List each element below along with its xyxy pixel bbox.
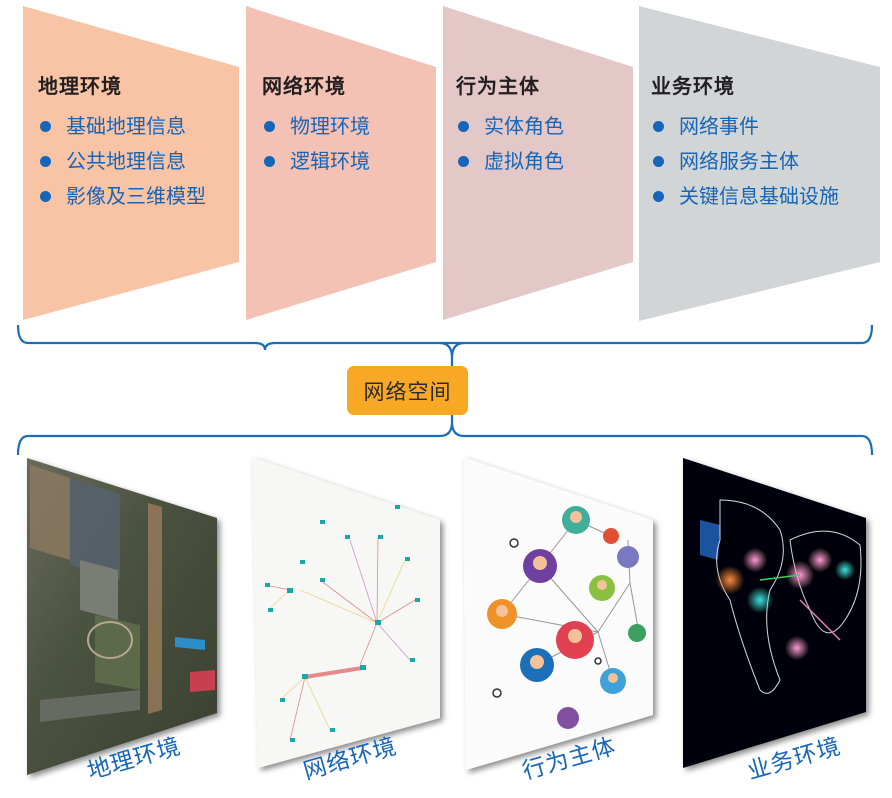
center-node-cyberspace: 网络空间 bbox=[347, 366, 468, 415]
panel-actors: 行为主体 实体角色 虚拟角色 bbox=[456, 70, 564, 179]
image-aerial-photo bbox=[27, 458, 217, 775]
bullet-icon bbox=[458, 156, 469, 167]
panel-item-list: 基础地理信息 公共地理信息 影像及三维模型 bbox=[38, 109, 206, 214]
list-item: 实体角色 bbox=[456, 109, 564, 144]
bullet-icon bbox=[653, 121, 664, 132]
panel-shape-network bbox=[246, 6, 436, 320]
list-item: 网络事件 bbox=[651, 109, 839, 144]
panel-title: 地理环境 bbox=[38, 74, 122, 98]
panel-business: 业务环境 网络事件 网络服务主体 关键信息基础设施 bbox=[651, 70, 839, 214]
panel-network: 网络环境 物理环境 逻辑环境 bbox=[262, 70, 370, 179]
bullet-icon bbox=[653, 156, 664, 167]
list-item: 物理环境 bbox=[262, 109, 370, 144]
upper-bracket bbox=[16, 324, 874, 351]
bullet-icon bbox=[458, 121, 469, 132]
bullet-icon bbox=[264, 121, 275, 132]
list-item: 公共地理信息 bbox=[38, 144, 206, 179]
list-item: 基础地理信息 bbox=[38, 109, 206, 144]
list-item: 网络服务主体 bbox=[651, 144, 839, 179]
image-network-topology bbox=[252, 457, 440, 768]
panel-title: 业务环境 bbox=[651, 74, 735, 98]
panel-shape-business bbox=[639, 6, 880, 321]
image-people-network bbox=[463, 457, 653, 770]
panel-title: 行为主体 bbox=[456, 74, 540, 98]
panel-shape-geography bbox=[23, 6, 239, 320]
upper-bracket-cusp bbox=[439, 341, 465, 366]
avatar-group bbox=[487, 506, 646, 729]
panel-shape-actors bbox=[443, 6, 633, 320]
bullet-icon bbox=[40, 121, 51, 132]
panel-title: 网络环境 bbox=[262, 74, 346, 98]
bullet-icon bbox=[653, 191, 664, 202]
bullet-icon bbox=[40, 191, 51, 202]
list-item: 关键信息基础设施 bbox=[651, 179, 839, 214]
lower-bracket bbox=[16, 415, 874, 456]
bullet-icon bbox=[40, 156, 51, 167]
image-cyber-world-map bbox=[683, 458, 866, 768]
list-item: 逻辑环境 bbox=[262, 144, 370, 179]
list-item: 影像及三维模型 bbox=[38, 179, 206, 214]
list-item: 虚拟角色 bbox=[456, 144, 564, 179]
bullet-icon bbox=[264, 156, 275, 167]
panel-item-list: 网络事件 网络服务主体 关键信息基础设施 bbox=[651, 109, 839, 214]
panel-item-list: 实体角色 虚拟角色 bbox=[456, 109, 564, 179]
panel-geography: 地理环境 基础地理信息 公共地理信息 影像及三维模型 bbox=[38, 70, 206, 214]
panel-item-list: 物理环境 逻辑环境 bbox=[262, 109, 370, 179]
